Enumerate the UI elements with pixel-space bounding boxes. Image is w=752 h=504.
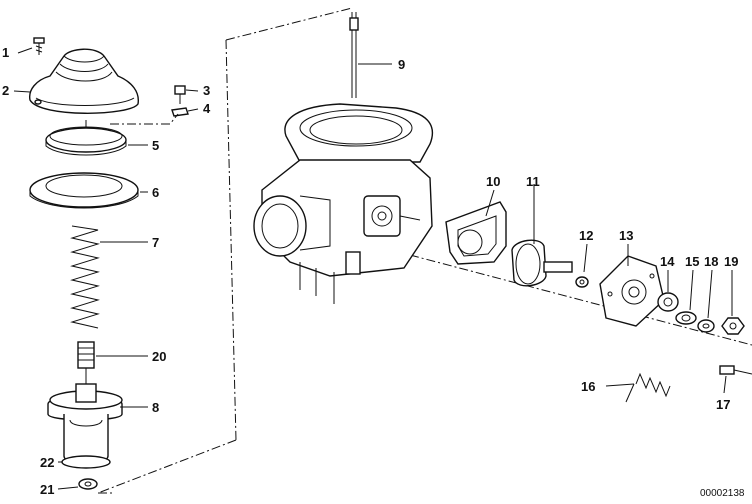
callout-18: 18 <box>704 254 718 269</box>
callout-8: 8 <box>152 400 159 415</box>
callout-labels: 1 2 3 4 5 6 7 8 9 10 11 12 13 14 15 16 1… <box>2 45 738 497</box>
clip-4 <box>171 107 189 117</box>
float-chamber-11 <box>511 184 573 287</box>
callout-14: 14 <box>660 254 675 269</box>
o-ring-22 <box>61 455 111 469</box>
callout-4: 4 <box>203 101 211 116</box>
document-number: 00002138 <box>700 488 745 499</box>
cap-screw-1 <box>33 37 45 55</box>
callout-3: 3 <box>203 83 210 98</box>
screw-3 <box>174 85 186 104</box>
cover-plate-13 <box>599 255 665 327</box>
carburetor-body <box>253 103 434 304</box>
callout-20: 20 <box>152 349 166 364</box>
retaining-ring-5 <box>45 126 127 156</box>
callout-1: 1 <box>2 45 9 60</box>
callout-19: 19 <box>724 254 738 269</box>
spring-16 <box>625 372 671 403</box>
callout-22: 22 <box>40 455 54 470</box>
washer-12 <box>575 276 589 288</box>
callout-10: 10 <box>486 174 500 189</box>
leader-lines <box>13 47 733 490</box>
needle-jet-9 <box>349 12 359 98</box>
callout-7: 7 <box>152 235 159 250</box>
callout-15: 15 <box>685 254 699 269</box>
callout-5: 5 <box>152 138 159 153</box>
callout-12: 12 <box>579 228 593 243</box>
callout-11: 11 <box>526 174 540 189</box>
spring-7 <box>70 225 100 329</box>
nut-19 <box>721 317 745 335</box>
spacer-14 <box>657 292 679 312</box>
callout-2: 2 <box>2 83 9 98</box>
needle-valve-20 <box>77 341 95 384</box>
cover-cap-2 <box>29 48 139 114</box>
seal-15 <box>675 311 697 325</box>
callout-16: 16 <box>581 379 595 394</box>
nut-21 <box>78 478 98 490</box>
gasket-10 <box>445 201 507 265</box>
washer-18 <box>697 319 715 333</box>
callout-9: 9 <box>398 57 405 72</box>
callout-6: 6 <box>152 185 159 200</box>
callout-13: 13 <box>619 228 633 243</box>
callout-17: 17 <box>716 397 730 412</box>
piston-housing-8 <box>47 383 123 465</box>
screw-17 <box>719 365 752 375</box>
callout-21: 21 <box>40 482 54 497</box>
diaphragm-ring-6 <box>29 172 139 209</box>
assembly-boundary-lines <box>97 7 752 494</box>
